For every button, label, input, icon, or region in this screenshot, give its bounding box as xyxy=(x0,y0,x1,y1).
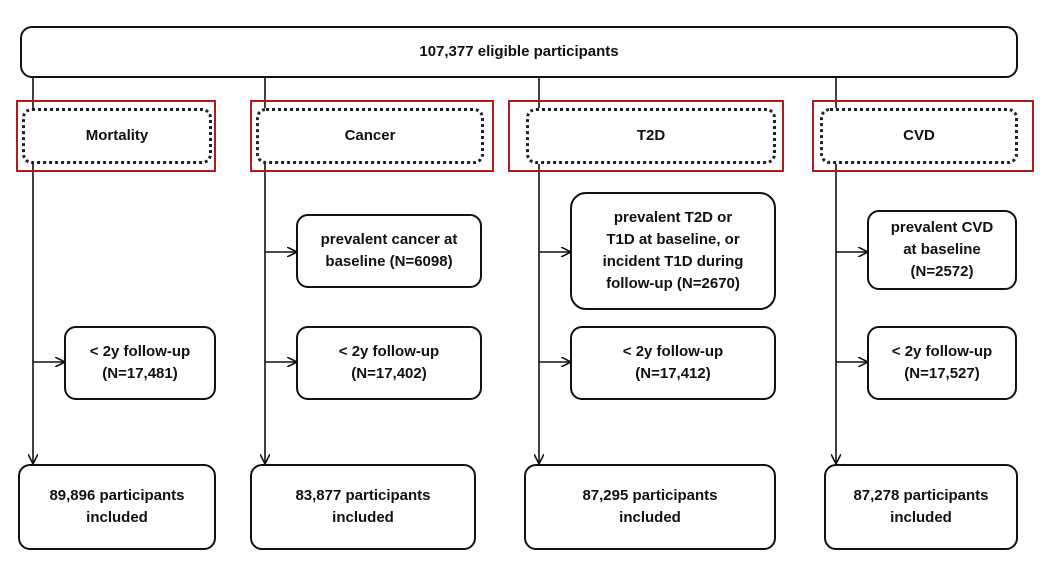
cancer-prevalent-exclusion-box: prevalent cancer at baseline (N=6098) xyxy=(296,214,482,288)
t2d-outcome-label: T2D xyxy=(636,127,666,144)
cancer-included-box: 83,877 participants included xyxy=(250,464,476,550)
t2d-included-label: 87,295 participants included xyxy=(582,487,718,526)
mortality-followup-exclusion-box: < 2y follow-up (N=17,481) xyxy=(64,326,216,400)
cvd-outcome-box: CVD xyxy=(820,108,1018,164)
cancer-prevalent-exclusion-label: prevalent cancer at baseline (N=6098) xyxy=(320,231,458,270)
cvd-included-label: 87,278 participants included xyxy=(853,487,989,526)
mortality-followup-exclusion-label: < 2y follow-up (N=17,481) xyxy=(89,343,191,382)
cancer-followup-exclusion-box: < 2y follow-up (N=17,402) xyxy=(296,326,482,400)
mortality-included-box: 89,896 participants included xyxy=(18,464,216,550)
cvd-outcome-label: CVD xyxy=(903,127,935,144)
cvd-highlight-frame xyxy=(812,100,1034,172)
cancer-highlight-frame xyxy=(250,100,494,172)
cvd-included-box: 87,278 participants included xyxy=(824,464,1018,550)
t2d-included-box: 87,295 participants included xyxy=(524,464,776,550)
t2d-prevalent-exclusion-box: prevalent T2D or T1D at baseline, or inc… xyxy=(570,192,776,310)
cancer-included-label: 83,877 participants included xyxy=(295,487,431,526)
eligible-participants-label: 107,377 eligible participants xyxy=(419,43,619,60)
cvd-prevalent-exclusion-label: prevalent CVD at baseline (N=2572) xyxy=(890,219,994,280)
cancer-followup-exclusion-label: < 2y follow-up (N=17,402) xyxy=(338,343,440,382)
mortality-outcome-box: Mortality xyxy=(22,108,212,164)
mortality-highlight-frame xyxy=(16,100,216,172)
mortality-outcome-label: Mortality xyxy=(85,127,149,144)
cancer-outcome-label: Cancer xyxy=(344,127,396,144)
cvd-followup-exclusion-box: < 2y follow-up (N=17,527) xyxy=(867,326,1017,400)
cvd-prevalent-exclusion-box: prevalent CVD at baseline (N=2572) xyxy=(867,210,1017,290)
t2d-highlight-frame xyxy=(508,100,784,172)
cvd-followup-exclusion-label: < 2y follow-up (N=17,527) xyxy=(891,343,993,382)
t2d-followup-exclusion-box: < 2y follow-up (N=17,412) xyxy=(570,326,776,400)
t2d-prevalent-exclusion-label: prevalent T2D or T1D at baseline, or inc… xyxy=(602,209,744,292)
cancer-outcome-box: Cancer xyxy=(256,108,484,164)
t2d-followup-exclusion-label: < 2y follow-up (N=17,412) xyxy=(622,343,724,382)
mortality-included-label: 89,896 participants included xyxy=(49,487,185,526)
t2d-outcome-box: T2D xyxy=(526,108,776,164)
eligible-participants-box: 107,377 eligible participants xyxy=(20,26,1018,78)
